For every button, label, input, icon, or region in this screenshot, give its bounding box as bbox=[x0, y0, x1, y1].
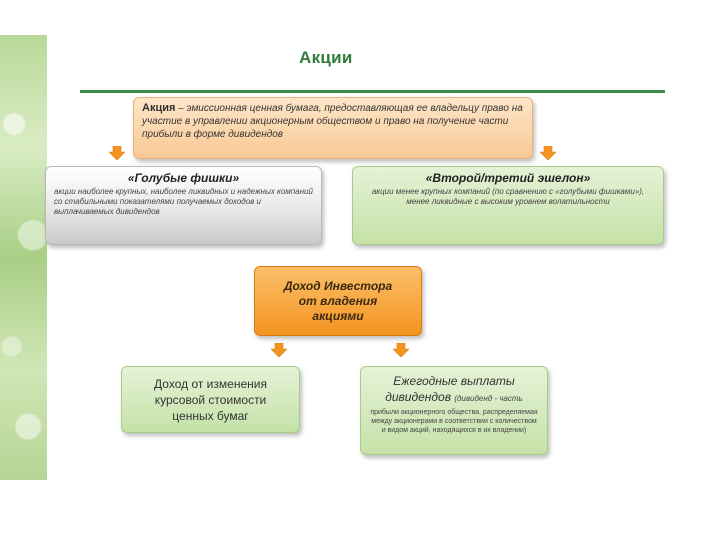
dividends-heading: Ежегодные выплаты дивидендов (дивиденд -… bbox=[369, 373, 539, 407]
decorative-leaf-strip bbox=[0, 35, 47, 480]
definition-box: Акция – эмиссионная ценная бумага, предо… bbox=[133, 97, 533, 159]
blue-chips-heading: «Голубые фишки» bbox=[127, 171, 240, 185]
dividends-note: прибыли акционерного общества, распредел… bbox=[370, 409, 538, 434]
dividends-heading-text: Ежегодные выплаты дивидендов bbox=[385, 374, 515, 404]
definition-text: – эмиссионная ценная бумага, предоставля… bbox=[142, 103, 523, 140]
dividends-box: Ежегодные выплаты дивидендов (дивиденд -… bbox=[360, 366, 548, 455]
second-tier-description: акции менее крупных компаний (по сравнен… bbox=[371, 187, 645, 206]
title-divider bbox=[80, 90, 665, 93]
blue-chips-box: «Голубые фишки» акции наиболее крупных, … bbox=[45, 166, 322, 245]
arrow-down-icon bbox=[540, 146, 556, 160]
investor-income-box: Доход Инвестора от владения акциями bbox=[254, 266, 422, 336]
second-tier-heading: «Второй/третий эшелон» bbox=[425, 171, 591, 185]
second-tier-box: «Второй/третий эшелон» акции менее крупн… bbox=[352, 166, 664, 245]
definition-term: Акция bbox=[142, 102, 176, 114]
arrow-down-icon bbox=[271, 343, 287, 357]
dividends-inline-note: (дивиденд - часть bbox=[454, 394, 523, 403]
arrow-down-icon bbox=[393, 343, 409, 357]
arrow-down-icon bbox=[109, 146, 125, 160]
price-change-income-box: Доход от изменения курсовой стоимости це… bbox=[121, 366, 300, 433]
blue-chips-description: акции наиболее крупных, наиболее ликвидн… bbox=[54, 187, 313, 216]
page-title: Акции bbox=[299, 48, 353, 67]
